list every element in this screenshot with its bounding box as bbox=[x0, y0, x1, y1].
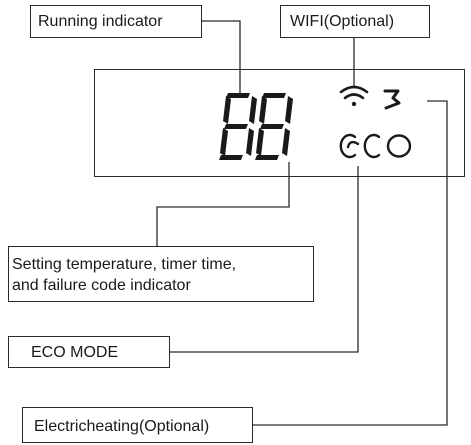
eco-mode-label: ECO MODE bbox=[8, 336, 170, 368]
running-indicator-label: Running indicator bbox=[30, 5, 202, 38]
heating-icon bbox=[383, 89, 401, 110]
wifi-text: WIFI(Optional) bbox=[290, 13, 395, 30]
wifi-icon bbox=[339, 85, 369, 107]
leader-line-setting bbox=[156, 162, 290, 246]
setting-line-1: Setting temperature, timer time, bbox=[12, 256, 237, 273]
setting-line-2: and failure code indicator bbox=[12, 277, 191, 294]
eco-symbol bbox=[339, 133, 412, 159]
running-indicator-text: Running indicator bbox=[38, 13, 163, 30]
seven-segment-digits bbox=[219, 93, 293, 160]
digit-2 bbox=[255, 93, 293, 160]
electric-heating-label: Electricheating(Optional) bbox=[22, 407, 253, 443]
digit-1 bbox=[219, 93, 257, 160]
electric-heating-text: Electricheating(Optional) bbox=[34, 418, 210, 435]
leader-line-running bbox=[202, 20, 241, 94]
setting-temperature-label: Setting temperature, timer time, and fai… bbox=[8, 246, 314, 302]
wifi-label: WIFI(Optional) bbox=[280, 5, 430, 38]
lcd-display-panel bbox=[94, 69, 465, 177]
eco-mode-text: ECO MODE bbox=[31, 344, 119, 361]
leader-line-heating bbox=[253, 100, 448, 426]
leader-line-eco bbox=[170, 166, 359, 353]
